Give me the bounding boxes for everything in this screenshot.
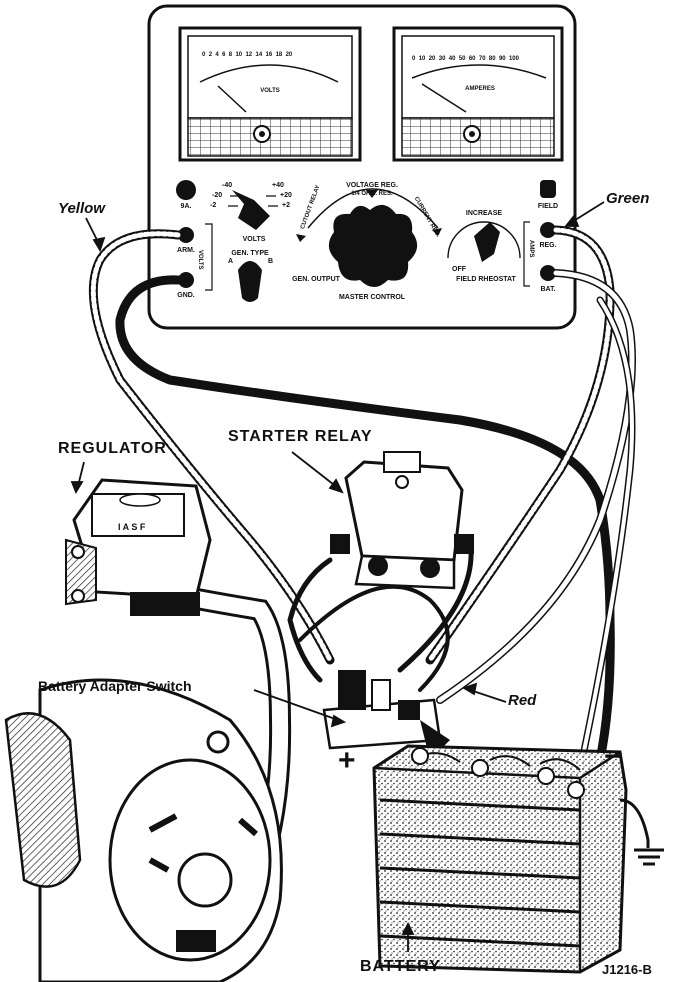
terminal-label-field: FIELD [537, 203, 559, 210]
volts-sel-pos40: +40 [272, 182, 284, 189]
regulator-terminals: I A S F [118, 522, 146, 532]
battery [372, 744, 628, 974]
green-lead-label: Green [606, 190, 650, 207]
terminal-gnd [178, 272, 194, 288]
terminal-9a [176, 180, 196, 200]
terminal-reg [540, 222, 556, 238]
volts-sel-neg20: -20 [212, 192, 223, 199]
field-rheostat-knob [447, 221, 521, 262]
amps-side-label: AMPS [528, 240, 534, 258]
volts-sel-neg40: -40 [222, 182, 233, 189]
terminal-label-reg: REG. [539, 242, 557, 249]
battery-adapter-switch [322, 670, 450, 760]
volts-scale: 0 2 4 6 8 10 12 14 16 18 20 [202, 52, 293, 58]
red-lead-label: Red [508, 692, 537, 709]
volts-meter [178, 26, 362, 162]
negative-symbol: − [604, 740, 622, 773]
ohm-res-label: 1/4 OHM. RES. [351, 191, 393, 197]
terminal-label-gnd: GND. [177, 292, 195, 299]
volts-sel-pos20: +20 [280, 192, 292, 199]
battery-adapter-switch-label: Battery Adapter Switch [38, 678, 192, 694]
gen-type-knob [238, 261, 262, 302]
volts-selector-knob [228, 190, 278, 230]
regulator [65, 478, 212, 616]
gen-type-b: B [268, 258, 274, 265]
field-rheostat-label: FIELD RHEOSTAT [456, 276, 516, 283]
battery-label: BATTERY [360, 958, 441, 975]
gen-output-label: GEN. OUTPUT [292, 276, 340, 283]
volts-selector-label: VOLTS [242, 236, 266, 243]
volts-meter-label: VOLTS [260, 88, 280, 94]
gen-type-label: GEN. TYPE [231, 250, 269, 257]
starter-relay-label: STARTER RELAY [228, 428, 373, 445]
master-control-label: MASTER CONTROL [338, 294, 406, 301]
amperes-meter [392, 26, 564, 162]
terminal-label-bat: BAT. [540, 286, 556, 293]
amperes-meter-label: AMPERES [465, 86, 495, 92]
test-panel [147, 4, 577, 330]
master-control-knob [296, 188, 442, 287]
voltage-reg-label: VOLTAGE REG. [346, 182, 398, 189]
label-arrows [70, 201, 605, 952]
starter-relay [330, 451, 474, 590]
volts-sel-neg2: -2 [210, 202, 217, 209]
ground-symbol [619, 798, 664, 866]
terminal-bat [540, 265, 556, 281]
regulator-label: REGULATOR [58, 440, 167, 457]
terminal-label-9a: 9A. [180, 203, 192, 210]
yellow-lead-label: Yellow [58, 200, 105, 217]
volts-side-label: VOLTS [197, 250, 203, 270]
positive-symbol: + [338, 744, 356, 777]
off-label: OFF [452, 266, 466, 273]
generator [4, 678, 283, 982]
terminal-arm [178, 227, 194, 243]
increase-label: INCREASE [465, 210, 503, 217]
terminal-field [540, 180, 556, 198]
gen-type-a: A [228, 258, 234, 265]
amps-scale: 0 10 20 30 40 50 60 70 80 90 100 [412, 56, 519, 62]
terminal-label-arm: ARM. [177, 247, 195, 254]
volts-sel-pos2: +2 [282, 202, 290, 209]
figure-id: J1216-B [602, 962, 652, 977]
